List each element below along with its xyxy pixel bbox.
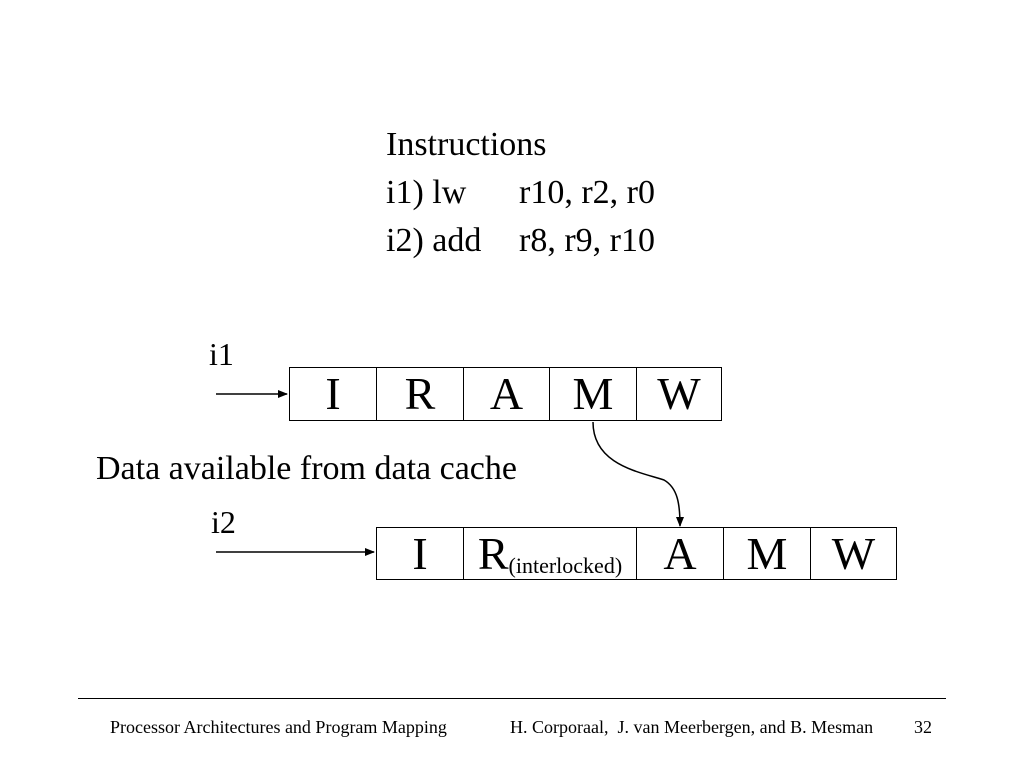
i2-stage-w: W bbox=[810, 527, 897, 580]
i1-stage-r: R bbox=[376, 367, 463, 421]
forwarding-note: Data available from data cache bbox=[96, 450, 517, 487]
instruction-i1-operands: r10, r2, r0 bbox=[519, 174, 655, 211]
i2-stage-r-letter: R bbox=[477, 527, 509, 579]
footer-course-title: Processor Architectures and Program Mapp… bbox=[110, 717, 447, 737]
instruction-i2-label: i2) add bbox=[386, 222, 482, 259]
i2-stage-m: M bbox=[723, 527, 810, 580]
i2-stage-r: R(interlocked) bbox=[463, 527, 636, 580]
footer-rule bbox=[78, 698, 946, 699]
i2-stage-i: I bbox=[376, 527, 463, 580]
i1-stage-m: M bbox=[549, 367, 636, 421]
i1-stage-a: A bbox=[463, 367, 549, 421]
instruction-i1-label: i1) lw bbox=[386, 174, 467, 211]
i1-stage-w: W bbox=[636, 367, 722, 421]
footer-authors: H. Corporaal, J. van Meerbergen, and B. … bbox=[510, 717, 874, 737]
i1-label: i1 bbox=[209, 336, 234, 372]
i1-stage-i: I bbox=[289, 367, 376, 421]
i2-label: i2 bbox=[211, 504, 236, 540]
i2-stage-a: A bbox=[636, 527, 723, 580]
forwarding-arrow bbox=[592, 421, 684, 527]
instructions-heading: Instructions bbox=[386, 126, 547, 163]
instruction-i2-operands: r8, r9, r10 bbox=[519, 222, 655, 259]
footer-page-number: 32 bbox=[914, 717, 932, 737]
i2-stage-r-note: (interlocked) bbox=[508, 552, 623, 578]
